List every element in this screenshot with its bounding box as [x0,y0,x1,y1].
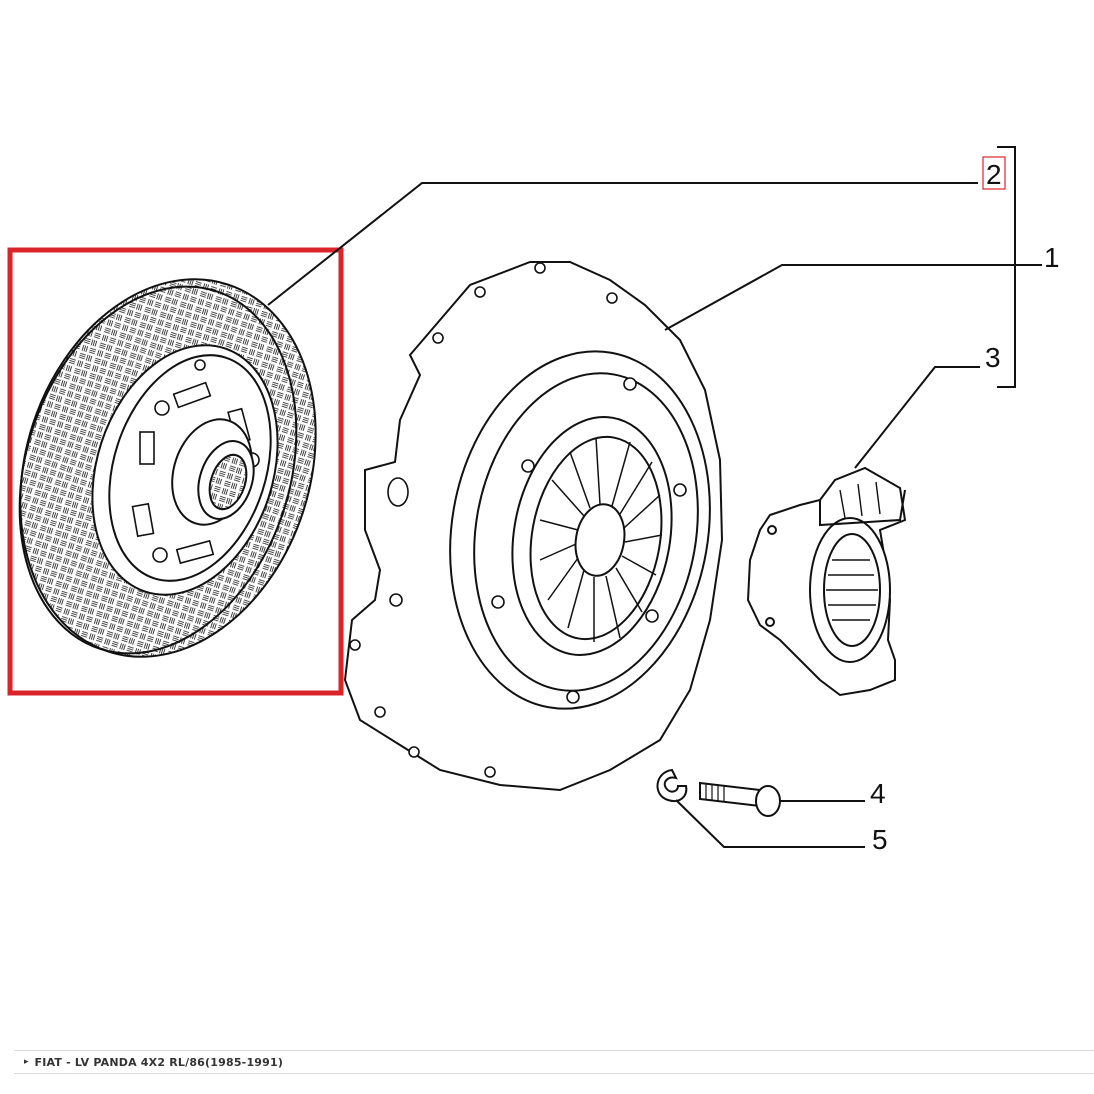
selected-part-highlight [7,247,344,696]
breadcrumb-bar: ▸ FIAT - LV PANDA 4X2 RL/86(1985-1991) [14,1050,1094,1074]
clutch-disc[interactable] [0,241,363,696]
callout-4[interactable]: 4 [870,778,886,809]
callout-5[interactable]: 5 [872,824,888,855]
selected-callout-box [982,156,1006,190]
callout-1[interactable]: 1 [1044,242,1060,273]
lock-washer[interactable] [656,768,688,802]
callout-3[interactable]: 3 [985,342,1001,373]
release-bearing[interactable] [746,466,907,697]
triangle-right-icon[interactable]: ▸ [24,1057,29,1067]
callout-2[interactable]: 2 [986,159,1002,190]
leader-lines [267,146,1042,848]
bolt[interactable] [699,781,781,817]
pressure-plate[interactable] [343,261,737,792]
vehicle-model-label[interactable]: FIAT - LV PANDA 4X2 RL/86(1985-1991) [34,1055,284,1069]
